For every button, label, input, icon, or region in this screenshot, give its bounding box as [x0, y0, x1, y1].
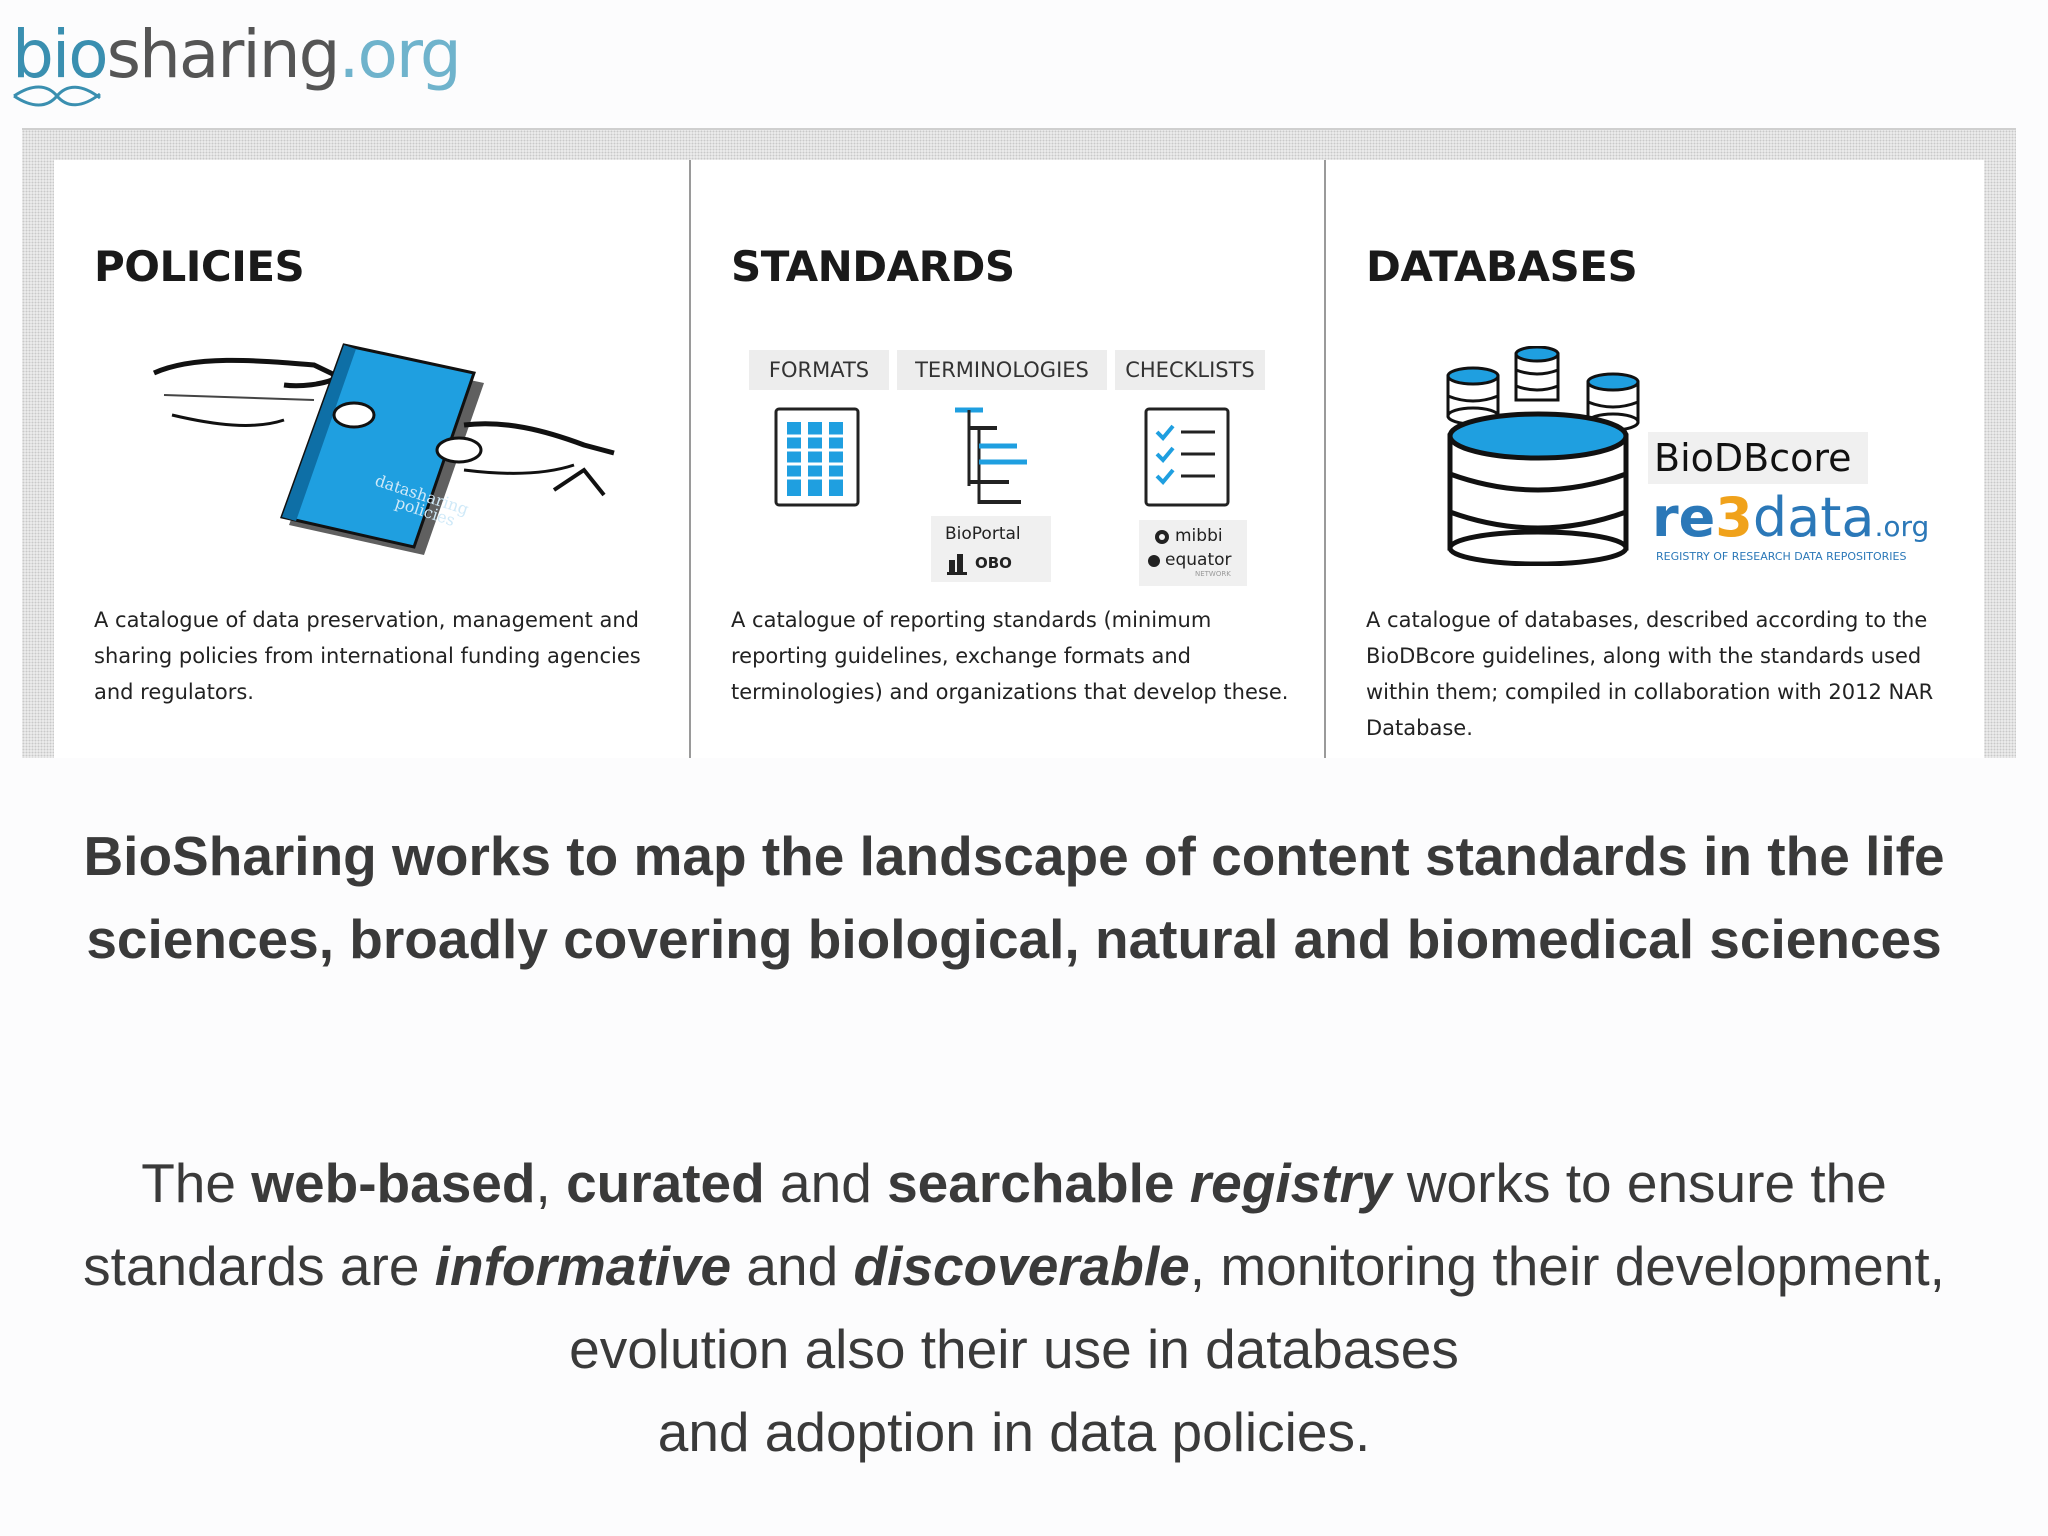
headline-text: BioSharing works to map the landscape of… [83, 825, 1945, 970]
policies-book-hands-icon: datasharing policies [152, 343, 615, 555]
emphasis-informative: informative [434, 1235, 732, 1297]
policies-title: POLICIES [94, 242, 305, 291]
biodbcore-logo[interactable]: BioDBcore [1648, 432, 1868, 484]
mibbi-label: mibbi [1175, 526, 1223, 546]
standards-column: STANDARDS FORMATS TERMINOLOGIES CHECKLIS… [689, 160, 1324, 758]
equator-network-label: NETWORK [1195, 570, 1231, 578]
overview-panel: POLICIES datasharing policies A catalo [22, 128, 2016, 758]
terminologies-tree-icon [955, 407, 1027, 504]
databases-column: DATABASES [1324, 160, 1959, 758]
re3data-subtitle: REGISTRY OF RESEARCH DATA REPOSITORIES [1656, 550, 1907, 563]
emphasis-web-based: web-based [251, 1152, 536, 1214]
emphasis-curated: curated [566, 1152, 765, 1214]
mibbi-icon [1155, 530, 1169, 544]
bioportal-badge[interactable]: BioPortal OBO [931, 516, 1051, 582]
emphasis-discoverable: discoverable [853, 1235, 1190, 1297]
databases-title: DATABASES [1366, 242, 1638, 291]
checklists-clipboard-icon [1144, 407, 1230, 507]
equator-icon [1148, 555, 1160, 567]
mibbi-equator-badge[interactable]: mibbi equator NETWORK [1139, 520, 1247, 586]
obo-icon [947, 554, 967, 575]
logo-swoosh-icon [13, 85, 101, 107]
logo-text: biosharing.org [12, 16, 462, 93]
emphasis-searchable: searchable [887, 1152, 1190, 1214]
databases-description: A catalogue of databases, described acco… [1366, 608, 1934, 740]
biodbcore-label: BioDBcore [1654, 436, 1852, 480]
bioportal-label: BioPortal [945, 524, 1021, 544]
body-paragraph: The web-based, curated and searchable re… [83, 1152, 1945, 1463]
standards-title: STANDARDS [731, 242, 1015, 291]
policies-column: POLICIES datasharing policies A catalo [54, 160, 689, 758]
obo-label: OBO [975, 554, 1012, 572]
tab-formats[interactable]: FORMATS [749, 350, 889, 390]
databases-cylinders-icon [1446, 346, 1640, 566]
re3data-wordmark: re3data.org [1652, 486, 1930, 549]
tab-terminologies[interactable]: TERMINOLOGIES [897, 350, 1107, 390]
policies-description: A catalogue of data preservation, manage… [94, 608, 641, 704]
standards-description: A catalogue of reporting standards (mini… [731, 608, 1289, 704]
biosharing-logo[interactable]: biosharing.org [12, 16, 462, 122]
emphasis-registry: registry [1189, 1152, 1392, 1214]
overview-panel-inner: POLICIES datasharing policies A catalo [54, 160, 1984, 758]
tab-checklists[interactable]: CHECKLISTS [1115, 350, 1265, 390]
re3data-logo[interactable]: re3data.org REGISTRY OF RESEARCH DATA RE… [1652, 488, 1929, 568]
formats-document-icon [774, 407, 860, 507]
equator-label: equator [1165, 550, 1232, 570]
